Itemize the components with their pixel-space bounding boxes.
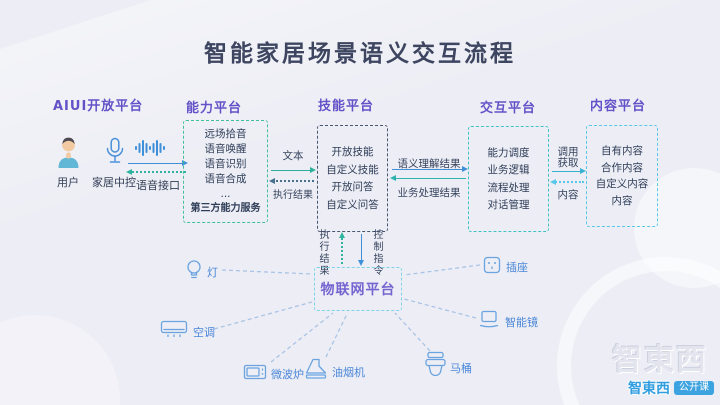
socket-device-label: 插座 <box>506 261 528 274</box>
home-hub-node-label: 家居中控 <box>92 176 136 189</box>
aiui-platform-title: AIUI开放平台 <box>53 99 144 114</box>
socket-icon <box>483 256 501 274</box>
range-hood-device-label: 油烟机 <box>332 366 365 379</box>
skill-item: 开放技能 <box>331 146 374 158</box>
content-item: 内容 <box>611 194 633 207</box>
toilet-icon <box>424 351 447 378</box>
iot-platform-box: 物联网平台 <box>314 267 402 311</box>
content-item: 合作内容 <box>601 161 643 174</box>
user-node-label: 用户 <box>57 176 79 189</box>
content-return-arrow <box>550 179 584 185</box>
toilet-device-label: 马桶 <box>450 362 472 375</box>
smart-mirror-device-label: 智能镜 <box>505 316 538 329</box>
semantic-result-flow-label: 语义理解结果 <box>397 158 461 170</box>
air-conditioner-icon <box>160 320 188 338</box>
ability-item: 语音识别 <box>204 158 247 170</box>
watermark-logo-text: 智東西 <box>612 343 708 378</box>
invoke-flow-label: 调用 <box>557 146 579 158</box>
microwave-device-label: 微波炉 <box>271 368 304 381</box>
brand-logo: 智東西 公开课 <box>628 378 714 398</box>
ability-platform-box: 远场拾音 语音唤醒 语音识别 语音合成 ... 第三方能力服务 <box>183 120 268 223</box>
brand-name: 智東西 <box>628 381 670 397</box>
interaction-platform-title: 交互平台 <box>480 101 537 116</box>
skill-item: 自定义问答 <box>326 198 379 211</box>
voice-interface-node-label: 语音接口 <box>136 179 180 192</box>
ability-platform-title: 能力平台 <box>186 101 243 116</box>
exec-result-up-arrow <box>338 232 345 264</box>
text-flow-label: 文本 <box>282 150 304 162</box>
voice-return-arrow <box>126 169 186 175</box>
smart-mirror-icon <box>479 310 499 328</box>
exec-result-return-arrow <box>269 178 314 184</box>
content-item: 自有内容 <box>601 145 643 157</box>
business-result-arrow <box>390 175 466 181</box>
skill-platform-title: 技能平台 <box>318 99 375 114</box>
ability-item: 远场拾音 <box>204 128 247 140</box>
business-result-flow-label: 业务处理结果 <box>397 187 461 199</box>
content-item: 自定义内容 <box>595 178 649 190</box>
user-icon <box>55 135 82 169</box>
voice-forward-arrow <box>128 160 188 166</box>
microwave-icon <box>243 364 267 380</box>
ability-item: ... <box>220 188 231 200</box>
interaction-item: 对话管理 <box>487 199 530 211</box>
page-title: 智能家居场景语义交互流程 <box>204 41 516 67</box>
iot-platform-title: 物联网平台 <box>320 282 396 298</box>
content-flow-label: 内容 <box>557 189 579 201</box>
ability-item-third-party: 第三方能力服务 <box>190 203 261 214</box>
fetch-flow-label: 获取 <box>557 157 579 169</box>
lamp-device-label: 灯 <box>207 266 218 279</box>
skill-item: 开放问答 <box>331 181 374 193</box>
invoke-fetch-arrow <box>552 168 586 174</box>
content-platform-title: 内容平台 <box>590 99 647 114</box>
air-conditioner-device-label: 空调 <box>193 326 215 339</box>
brand-badge: 公开课 <box>674 381 714 395</box>
exec-result-up-label: 执行结果 <box>317 229 328 277</box>
ability-item: 语音唤醒 <box>204 143 247 155</box>
interaction-item: 流程处理 <box>487 181 530 194</box>
ability-item: 语音合成 <box>204 173 247 185</box>
lamp-icon <box>185 259 203 281</box>
interaction-platform-box: 能力调度 业务逻辑 流程处理 对话管理 <box>468 126 549 232</box>
interaction-item: 业务逻辑 <box>487 164 530 176</box>
exec-result-flow-label: 执行结果 <box>273 190 313 201</box>
microphone-icon <box>104 137 126 165</box>
control-command-down-arrow <box>357 234 364 266</box>
content-platform-box: 自有内容 合作内容 自定义内容 内容 <box>586 125 658 227</box>
semantic-result-arrow <box>392 166 468 172</box>
waveform-icon <box>134 138 168 158</box>
skill-platform-box: 开放技能 自定义技能 开放问答 自定义问答 <box>317 125 388 232</box>
interaction-item: 能力调度 <box>487 146 530 159</box>
control-command-label: 控制指令 <box>371 229 382 277</box>
skill-item: 自定义技能 <box>326 163 379 176</box>
range-hood-icon <box>303 357 329 381</box>
text-forward-arrow <box>271 167 316 173</box>
